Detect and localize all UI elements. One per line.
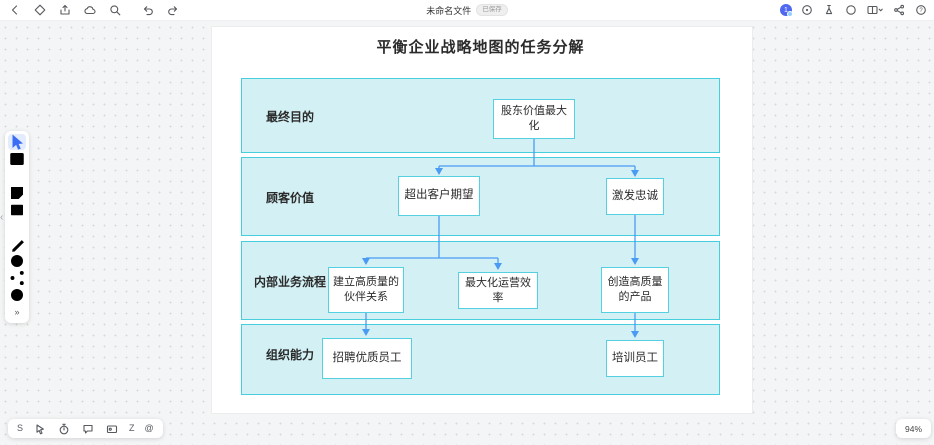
laser-pointer-icon[interactable] xyxy=(33,422,47,436)
document-title[interactable]: 未命名文件 xyxy=(426,5,472,16)
zoom-level[interactable]: 94% xyxy=(896,419,931,438)
topbar-right-group: 1 ? xyxy=(780,0,928,20)
diagram-node[interactable]: 招聘优质员工 xyxy=(322,338,412,379)
share-icon[interactable] xyxy=(892,3,906,17)
video-icon[interactable] xyxy=(105,422,119,436)
diagram-node[interactable]: 培训员工 xyxy=(606,340,664,377)
connector-tool-icon[interactable] xyxy=(8,270,26,286)
ellipse-tool-icon[interactable] xyxy=(8,253,26,269)
export-icon[interactable] xyxy=(58,3,72,17)
cloud-icon[interactable] xyxy=(83,3,97,17)
diagram-title[interactable]: 平衡企业战略地图的任务分解 xyxy=(376,39,585,56)
row-label[interactable]: 最终目的 xyxy=(266,110,315,124)
comment-icon[interactable] xyxy=(81,422,95,436)
svg-text:?: ? xyxy=(919,8,923,14)
sticky-note-tool-icon[interactable] xyxy=(8,185,26,201)
redo-icon[interactable] xyxy=(166,3,180,17)
row-label[interactable]: 内部业务流程 xyxy=(254,275,327,289)
select-tool-icon[interactable] xyxy=(8,134,26,150)
row-label[interactable]: 组织能力 xyxy=(266,348,315,362)
layout-icon[interactable] xyxy=(866,3,884,17)
undo-icon[interactable] xyxy=(141,3,155,17)
diagram-node[interactable]: 创造高质量的产品 xyxy=(601,267,669,313)
pencil-tool-icon[interactable] xyxy=(8,236,26,252)
topbar-left-group xyxy=(0,3,180,17)
flask-icon[interactable] xyxy=(822,3,836,17)
s-tool-icon[interactable]: S xyxy=(17,423,24,433)
shape-tool-icon[interactable] xyxy=(8,202,26,218)
target-icon[interactable] xyxy=(800,3,814,17)
bottom-toolbar: S Z @ xyxy=(8,419,163,438)
frame-tool-icon[interactable] xyxy=(8,168,26,184)
save-status-badge: 已保存 xyxy=(476,4,508,16)
diagram-node[interactable]: 建立高质量的伙伴关系 xyxy=(328,267,404,313)
avatar-label: 1 xyxy=(784,6,788,14)
z-order-icon[interactable]: Z xyxy=(129,423,135,433)
mention-icon[interactable]: @ xyxy=(144,423,154,433)
left-toolbar: » xyxy=(5,131,29,323)
topbar: 未命名文件 已保存 1 ? xyxy=(0,0,934,21)
topbar-center-group: 未命名文件 已保存 xyxy=(0,0,934,20)
diagram-node[interactable]: 激发忠诚 xyxy=(606,178,664,215)
presence-dot xyxy=(787,11,793,17)
diagram-node[interactable]: 股东价值最大化 xyxy=(493,99,575,139)
more-tools-icon[interactable]: » xyxy=(14,307,20,317)
diagram-node[interactable]: 超出客户期望 xyxy=(398,176,480,216)
circle-icon[interactable] xyxy=(844,3,858,17)
table-tool-icon[interactable] xyxy=(8,151,26,167)
line-tool-icon[interactable] xyxy=(8,219,26,235)
panel-collapse-icon[interactable]: ‹ xyxy=(0,212,4,223)
back-icon[interactable] xyxy=(8,3,22,17)
help-icon[interactable]: ? xyxy=(914,3,928,17)
search-icon[interactable] xyxy=(108,3,122,17)
tag-icon[interactable] xyxy=(33,3,47,17)
theme-tool-icon[interactable] xyxy=(8,287,26,303)
row-label[interactable]: 顾客价值 xyxy=(266,191,315,205)
timer-icon[interactable] xyxy=(57,422,71,436)
diagram-node[interactable]: 最大化运营效率 xyxy=(458,272,538,309)
avatar[interactable]: 1 xyxy=(780,4,793,17)
